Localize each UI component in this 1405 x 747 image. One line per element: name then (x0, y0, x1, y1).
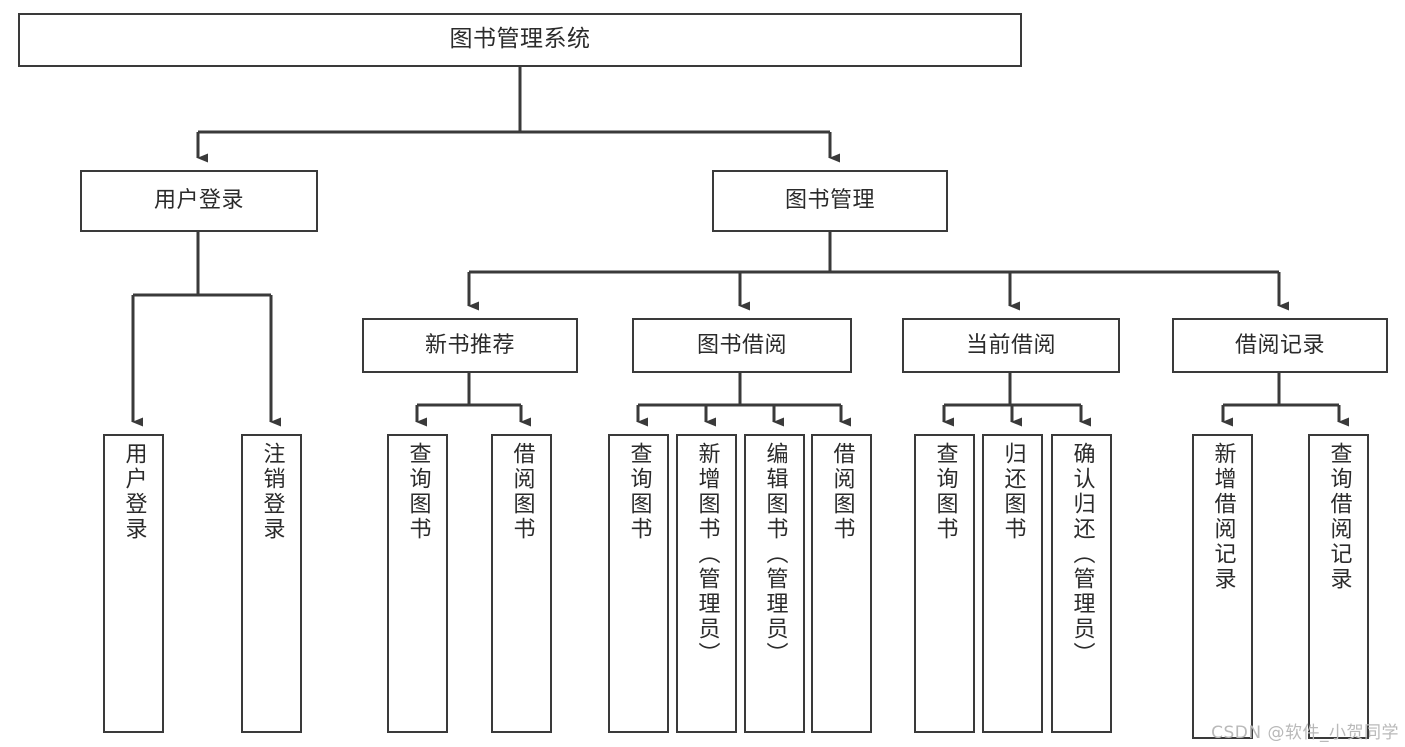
node-label: 新增借阅记录 (1210, 442, 1236, 592)
node-label: 查询图书 (626, 442, 652, 542)
node-label: 确认归还（管理员） (1069, 442, 1095, 667)
node-label: 查询图书 (405, 442, 431, 542)
node-leaf-add-book[interactable]: 新增图书（管理员） (676, 434, 737, 733)
node-new-book-recommend[interactable]: 新书推荐 (362, 318, 578, 373)
node-current-borrow[interactable]: 当前借阅 (902, 318, 1120, 373)
node-label: 图书管理 (784, 188, 875, 214)
node-leaf-return-book[interactable]: 归还图书 (982, 434, 1043, 733)
node-label: 新增图书（管理员） (694, 442, 720, 667)
csdn-watermark: CSDN @软件_小贺同学 (1211, 723, 1399, 743)
node-root-book-management-system[interactable]: 图书管理系统 (18, 13, 1022, 67)
node-leaf-confirm-return[interactable]: 确认归还（管理员） (1051, 434, 1112, 733)
node-label: 查询图书 (932, 442, 958, 542)
node-leaf-query-book-1[interactable]: 查询图书 (387, 434, 448, 733)
node-label: 归还图书 (1000, 442, 1026, 542)
node-leaf-borrow-book-2[interactable]: 借阅图书 (811, 434, 872, 733)
node-leaf-borrow-book-1[interactable]: 借阅图书 (491, 434, 552, 733)
node-label: 查询借阅记录 (1326, 442, 1352, 592)
node-leaf-edit-book[interactable]: 编辑图书（管理员） (744, 434, 805, 733)
node-label: 用户登录 (121, 442, 147, 542)
node-label: 借阅记录 (1234, 332, 1325, 358)
node-label: 图书管理系统 (449, 26, 591, 53)
node-label: 用户登录 (153, 188, 244, 214)
node-book-borrow[interactable]: 图书借阅 (632, 318, 852, 373)
node-leaf-query-book-3[interactable]: 查询图书 (914, 434, 975, 733)
node-leaf-query-record[interactable]: 查询借阅记录 (1308, 434, 1369, 739)
node-label: 注销登录 (259, 442, 285, 542)
node-borrow-record[interactable]: 借阅记录 (1172, 318, 1388, 373)
node-leaf-add-record[interactable]: 新增借阅记录 (1192, 434, 1253, 739)
node-leaf-user-login[interactable]: 用户登录 (103, 434, 164, 733)
node-label: 编辑图书（管理员） (762, 442, 788, 667)
node-label: 借阅图书 (829, 442, 855, 542)
node-label: 当前借阅 (965, 332, 1056, 358)
node-label: 图书借阅 (696, 332, 787, 358)
node-user-login[interactable]: 用户登录 (80, 170, 318, 232)
node-leaf-logout-login[interactable]: 注销登录 (241, 434, 302, 733)
node-leaf-query-book-2[interactable]: 查询图书 (608, 434, 669, 733)
node-book-management[interactable]: 图书管理 (712, 170, 948, 232)
node-label: 借阅图书 (509, 442, 535, 542)
node-label: 新书推荐 (424, 332, 515, 358)
